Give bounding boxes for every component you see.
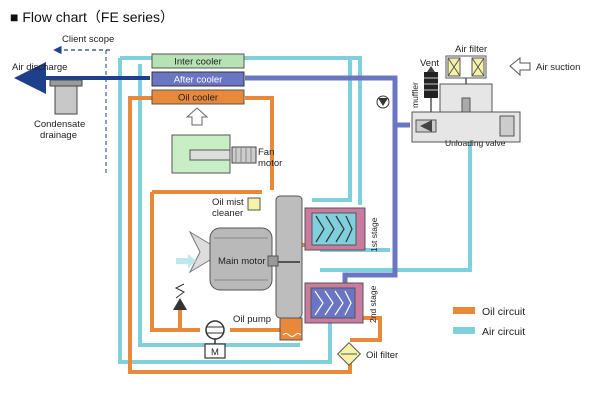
second-stage-compressor bbox=[304, 282, 364, 324]
main-motor-label: Main motor bbox=[218, 256, 266, 267]
oil-mist-cleaner bbox=[247, 197, 261, 211]
oil-sump bbox=[279, 317, 303, 341]
fan-unit bbox=[171, 134, 231, 174]
air-suction-label: Air suction bbox=[536, 62, 580, 73]
relief-valve-icon bbox=[173, 283, 187, 310]
unloading-valve bbox=[411, 111, 521, 143]
legend-oil-swatch bbox=[453, 307, 475, 314]
condensate-label-1: Condensate bbox=[34, 119, 85, 130]
second-stage-label: 2nd stage bbox=[368, 285, 378, 323]
air-discharge-label: Air discharge bbox=[12, 62, 67, 73]
first-stage-label: 1st stage bbox=[369, 217, 379, 252]
air-filter-icon bbox=[445, 55, 487, 84]
legend: Oil circuit Air circuit bbox=[453, 306, 525, 338]
oil-cooler: Oil cooler bbox=[151, 89, 245, 105]
muffler-label: muffler bbox=[410, 82, 420, 108]
client-scope-label: Client scope bbox=[62, 34, 114, 45]
page-title: ■ Flow chart（FE series） bbox=[10, 9, 174, 25]
oil-cooler-label: Oil cooler bbox=[178, 93, 218, 104]
oil-pump-label: Oil pump bbox=[233, 314, 271, 325]
main-motor bbox=[188, 227, 279, 291]
intake-housing bbox=[439, 83, 493, 113]
condensate-separator bbox=[49, 79, 83, 115]
legend-air-swatch bbox=[453, 327, 475, 334]
after-cooler: After cooler bbox=[151, 71, 245, 87]
oil-mist-cleaner-label-2: cleaner bbox=[212, 208, 243, 219]
legend-air-label: Air circuit bbox=[482, 326, 525, 338]
fan-motor-label-1: Fan bbox=[258, 147, 274, 158]
inter-cooler: Inter cooler bbox=[151, 53, 245, 69]
oil-filter-icon bbox=[336, 341, 362, 367]
fan-motor-icon bbox=[231, 146, 257, 164]
oil-filter-label: Oil filter bbox=[366, 350, 398, 361]
unloading-valve-label: Unloading valve bbox=[445, 138, 506, 148]
air-filter-label: Air filter bbox=[455, 44, 487, 55]
oil-mist-cleaner-label-1: Oil mist bbox=[212, 197, 244, 208]
condensate-label-2: drainage bbox=[40, 130, 77, 141]
check-valve-icon bbox=[376, 95, 390, 109]
gear-casing bbox=[275, 195, 303, 319]
fan-motor-label-2: motor bbox=[258, 158, 282, 169]
oil-pump-icon bbox=[205, 320, 225, 340]
oil-pump-motor-label: M bbox=[211, 347, 219, 358]
air-suction-arrow-icon bbox=[509, 56, 531, 77]
after-cooler-label: After cooler bbox=[174, 75, 223, 86]
oil-pump-motor bbox=[204, 343, 226, 359]
airflow-up-arrow-icon bbox=[185, 107, 209, 126]
legend-oil-label: Oil circuit bbox=[482, 306, 525, 318]
inter-cooler-label: Inter cooler bbox=[174, 57, 222, 68]
vent-muffler-icon bbox=[424, 66, 438, 112]
vent-label: Vent bbox=[420, 58, 439, 69]
first-stage-compressor bbox=[304, 207, 366, 251]
cooling-air-arrow-icon bbox=[176, 254, 196, 268]
